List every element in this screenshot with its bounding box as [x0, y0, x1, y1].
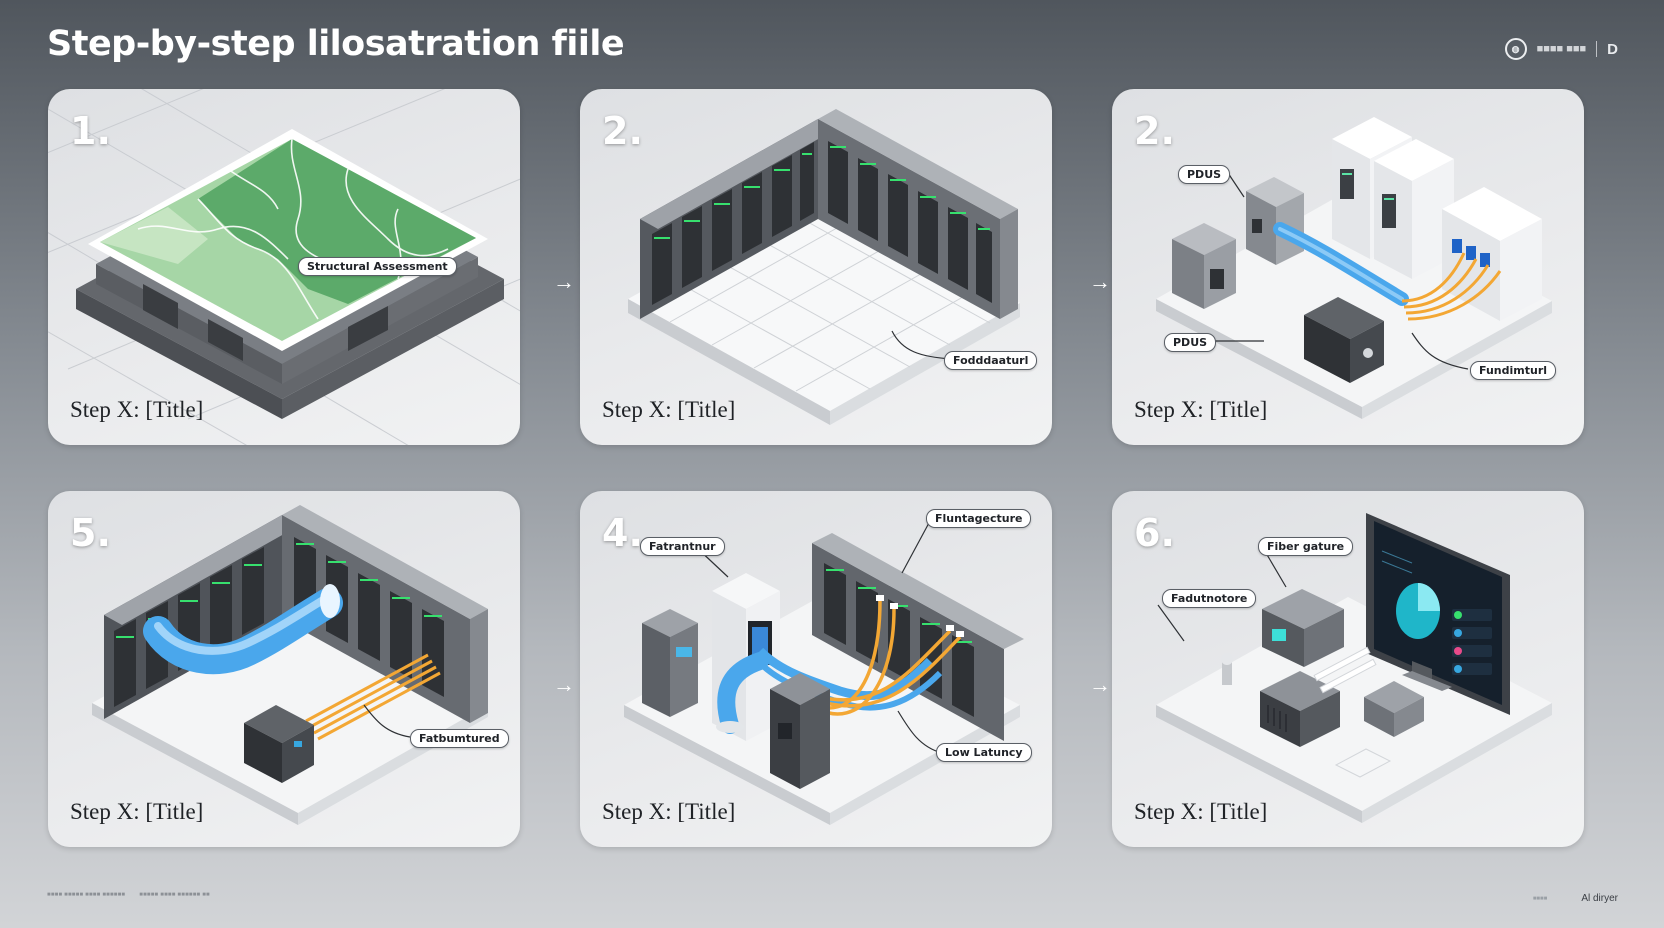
step-title: Step X: [Title] — [1134, 799, 1268, 824]
step-card-1[interactable]: 1. Structural Assessment Step X: [Title] — [48, 89, 520, 445]
server-room-floor-illustration — [628, 109, 1020, 425]
footer-credit: ■■■■ Al diryer — [1533, 893, 1618, 904]
callout-label: Fatbumtured — [410, 729, 509, 748]
callout-label: Fluntagecture — [926, 509, 1032, 528]
step-number: 6. — [1134, 511, 1175, 555]
step-title: Step X: [Title] — [70, 799, 204, 824]
fine-print-2: ■■■■■ ■■■■ ■■■■■■ ■■ — [139, 892, 210, 898]
step-number: 1. — [70, 109, 111, 153]
arrow-right-icon: → — [1089, 269, 1111, 294]
monitoring-dashboard-illustration — [1156, 513, 1552, 823]
callout-label: Low Latuncy — [936, 743, 1032, 762]
credit-text: Al diryer — [1581, 893, 1618, 904]
callout-label: Fatrantnur — [640, 537, 725, 556]
corner-letter[interactable]: D — [1607, 40, 1618, 58]
step-card-5[interactable]: 5. Fatbumtured Step X: [Title] — [48, 491, 520, 847]
step-number: 4. — [602, 511, 643, 555]
arrow-right-icon: → — [1089, 672, 1111, 697]
step-card-6[interactable]: 6. Fiber gature Fadutnotore Step X: [Tit… — [1112, 491, 1584, 847]
step-title: Step X: [Title] — [1134, 397, 1268, 422]
step-title: Step X: [Title] — [602, 397, 736, 422]
page-title: Step-by-step lilosatration fiile — [47, 24, 625, 64]
header-divider — [1596, 41, 1598, 57]
fine-print-1: ■■■■ ■■■■■ ■■■■ ■■■■■■ — [47, 892, 126, 898]
step-number: 2. — [602, 109, 643, 153]
network-cabling-illustration — [624, 520, 1024, 825]
brand-text: ■■■■ ■■■ — [1536, 43, 1587, 55]
step-number: 2. — [1134, 109, 1175, 153]
callout-label: Fodddaaturl — [944, 351, 1038, 370]
step-number: 5. — [70, 511, 111, 555]
callout-label: Structural Assessment — [298, 257, 457, 276]
step-title: Step X: [Title] — [602, 799, 736, 824]
callout-label: Fiber gature — [1258, 537, 1354, 556]
callout-label: Fadutnotore — [1162, 589, 1257, 608]
step-card-4[interactable]: 4. Fatrantnur Fluntagecture Low Latuncy … — [580, 491, 1052, 847]
callout-label: PDUS — [1164, 333, 1217, 352]
step-title: Step X: [Title] — [70, 397, 204, 422]
cooling-duct-illustration — [92, 505, 488, 825]
step-card-3[interactable]: 2. PDUS PDUS Fundimturl Step X: [Title] — [1112, 89, 1584, 445]
callout-label: PDUS — [1178, 165, 1231, 184]
footer-fine-print: ■■■■ ■■■■■ ■■■■ ■■■■■■ ■■■■■ ■■■■ ■■■■■■… — [47, 892, 210, 899]
power-distribution-illustration — [1156, 117, 1552, 419]
arrow-right-icon: → — [553, 269, 575, 294]
map-foundation-illustration — [48, 89, 520, 445]
globe-logo-icon: ◍ — [1504, 38, 1527, 60]
footer-mini-text: ■■■■ — [1532, 895, 1548, 902]
arrow-right-icon: → — [553, 672, 575, 697]
step-card-2[interactable]: 2. Fodddaaturl Step X: [Title] — [580, 89, 1052, 445]
callout-label: Fundimturl — [1470, 361, 1557, 380]
header-brand: ◍ ■■■■ ■■■ D — [1504, 38, 1618, 60]
